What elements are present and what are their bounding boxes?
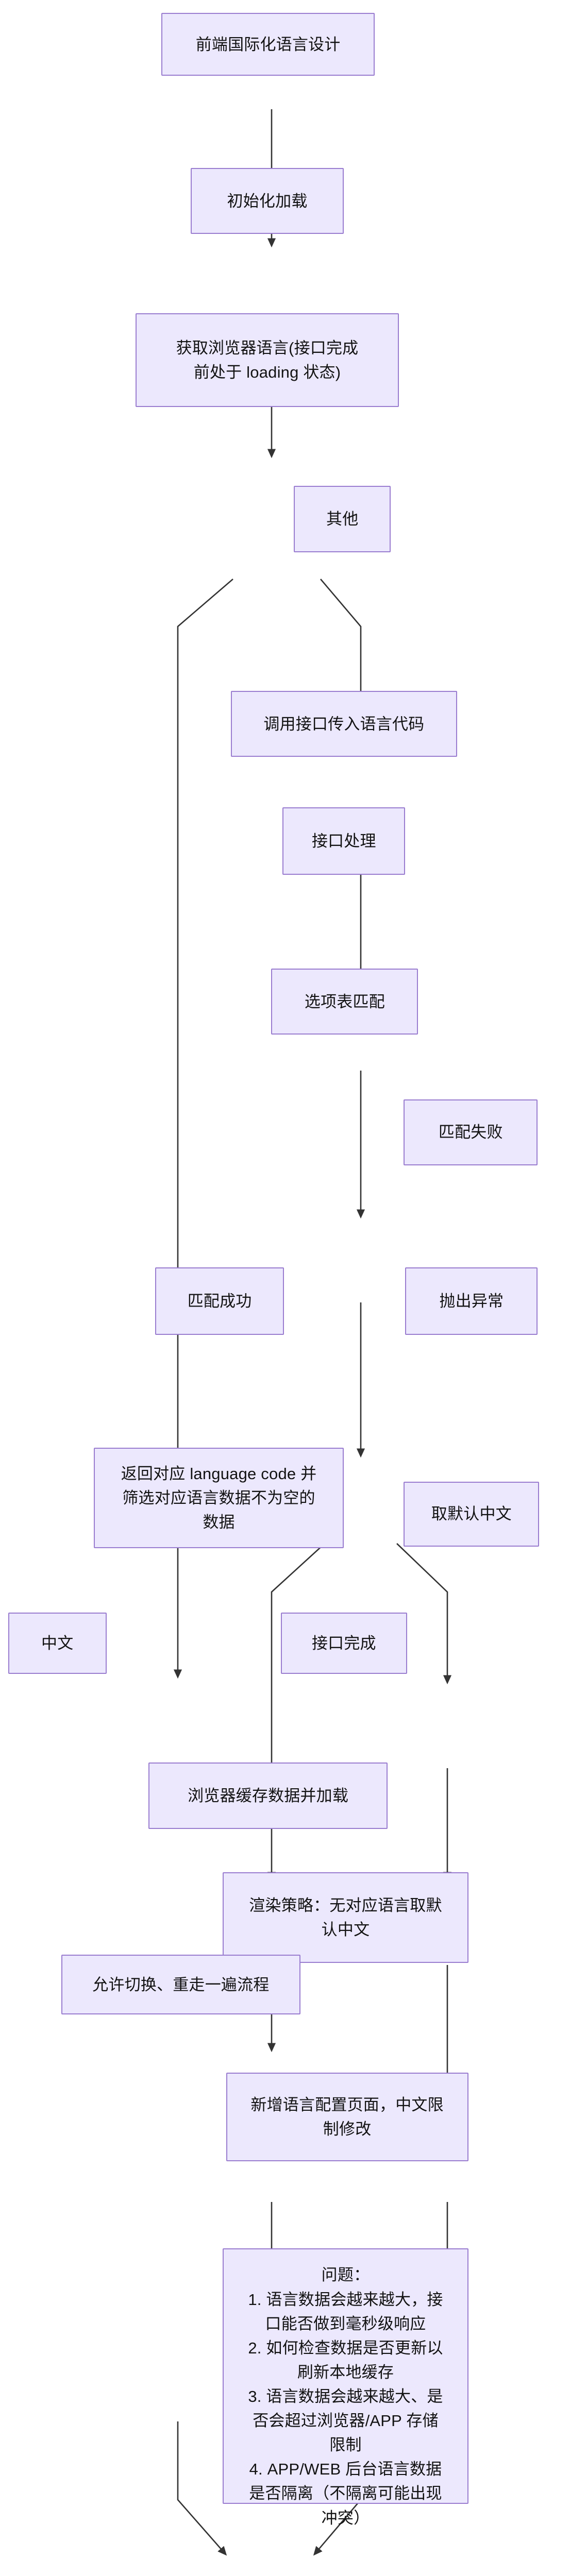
- node-label: 初始化加载: [227, 192, 308, 210]
- node-label: 问题： 1. 语言数据会越来越大，接 口能否做到毫秒级响应 2. 如何检查数据是…: [248, 2266, 443, 2527]
- node-label: 匹配失败: [438, 1123, 503, 1142]
- node-label: 其他: [326, 510, 359, 528]
- node-label: 调用接口传入语言代码: [263, 715, 425, 733]
- node-label: 接口处理: [311, 832, 376, 850]
- node-open-questions[interactable]: 问题： 1. 语言数据会越来越大，接 口能否做到毫秒级响应 2. 如何检查数据是…: [223, 2248, 468, 2527]
- node-label: 前端国际化语言设计: [195, 35, 341, 54]
- node-label: 返回对应 language code 并 筛选对应语言数据不为空的 数据: [121, 1464, 317, 1532]
- node-return-language-code-and-filter[interactable]: 返回对应 language code 并 筛选对应语言数据不为空的 数据: [93, 1448, 344, 1548]
- node-label: 浏览器缓存数据并加载: [188, 1787, 349, 1805]
- node-match-failed[interactable]: 匹配失败: [404, 1099, 538, 1166]
- node-label: 接口完成: [311, 1634, 376, 1652]
- node-label: 匹配成功: [187, 1292, 252, 1310]
- node-label: 渲染策略：无对应语言取默 认中文: [249, 1896, 442, 1939]
- node-call-api-with-language-code[interactable]: 调用接口传入语言代码: [231, 690, 457, 757]
- node-api-done[interactable]: 接口完成: [281, 1613, 407, 1674]
- node-label: 允许切换、重走一遍流程: [92, 1975, 270, 1994]
- node-render-strategy[interactable]: 渲染策略：无对应语言取默 认中文: [223, 1872, 468, 1963]
- node-get-browser-language[interactable]: 获取浏览器语言(接口完成 前处于 loading 状态): [136, 313, 399, 407]
- node-chinese[interactable]: 中文: [8, 1613, 107, 1674]
- node-match-success[interactable]: 匹配成功: [155, 1267, 284, 1335]
- node-init-load[interactable]: 初始化加载: [190, 167, 344, 234]
- node-label: 获取浏览器语言(接口完成 前处于 loading 状态): [176, 338, 359, 381]
- node-label: 抛出异常: [439, 1292, 504, 1310]
- node-api-processing[interactable]: 接口处理: [282, 807, 406, 875]
- node-label: 新增语言配置页面，中文限 制修改: [250, 2096, 444, 2139]
- node-label: 选项表匹配: [304, 992, 385, 1011]
- node-label: 取默认中文: [431, 1505, 512, 1523]
- node-allow-switch-rerun-flow[interactable]: 允许切换、重走一遍流程: [61, 1955, 300, 2015]
- node-throw-exception[interactable]: 抛出异常: [405, 1267, 538, 1335]
- node-label: 中文: [41, 1634, 74, 1652]
- node-add-language-config-page[interactable]: 新增语言配置页面，中文限 制修改: [226, 2072, 468, 2162]
- node-browser-cache-and-load[interactable]: 浏览器缓存数据并加载: [148, 1762, 388, 1829]
- node-other[interactable]: 其他: [294, 486, 391, 552]
- node-option-table-match[interactable]: 选项表匹配: [271, 968, 418, 1035]
- node-frontend-i18n-design[interactable]: 前端国际化语言设计: [161, 13, 375, 76]
- node-use-default-chinese[interactable]: 取默认中文: [404, 1482, 540, 1547]
